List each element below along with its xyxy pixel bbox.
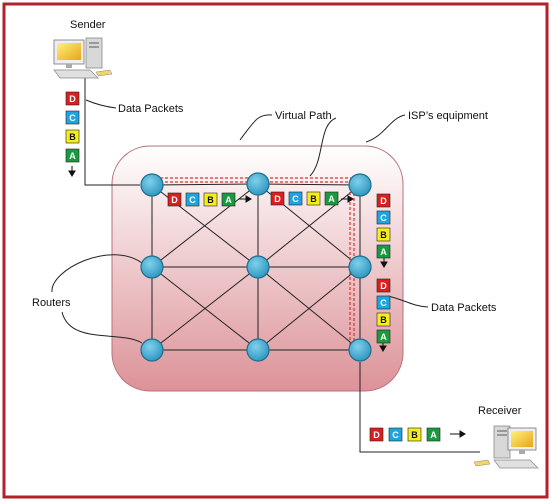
- receiver-label: Receiver: [478, 405, 522, 417]
- router-node-icon: [246, 172, 270, 196]
- packet-c-box: [388, 427, 403, 442]
- packet-c-box: [185, 192, 200, 207]
- packet-label: D: [274, 194, 281, 204]
- router-nodes: [140, 172, 372, 362]
- packet-a-box: [426, 427, 441, 442]
- router-node-icon: [140, 173, 164, 197]
- packet-label: D: [380, 196, 387, 206]
- packet-label: B: [207, 195, 214, 205]
- packet-b-box: [407, 427, 422, 442]
- packet-a-box: [65, 148, 80, 163]
- data-packets-top-label: Data Packets: [118, 103, 184, 115]
- packet-d-box: [65, 91, 80, 106]
- packet-label: C: [292, 194, 299, 204]
- packet-b-box: [65, 129, 80, 144]
- packet-label: B: [380, 315, 387, 325]
- isp-equipment-label: ISP’s equipment: [408, 110, 488, 122]
- packet-b-box: [376, 227, 391, 242]
- packet-label: C: [69, 113, 76, 123]
- router-node-icon: [140, 338, 164, 362]
- receiver-computer-icon: [473, 425, 539, 469]
- packet-c-box: [288, 191, 303, 206]
- packet-b-box: [376, 312, 391, 327]
- packet-c-box: [376, 295, 391, 310]
- packet-d-box: [270, 191, 285, 206]
- packet-label: D: [69, 94, 76, 104]
- packet-c-box: [65, 110, 80, 125]
- router-node-icon: [246, 338, 270, 362]
- virtual-path-label: Virtual Path: [275, 110, 332, 122]
- packet-arrows: [68, 166, 466, 438]
- packet-label: D: [373, 430, 380, 440]
- packet-a-box: [376, 329, 391, 344]
- packet-label: C: [392, 430, 399, 440]
- sender-label: Sender: [70, 19, 106, 31]
- packet-label: C: [380, 298, 387, 308]
- router-node-icon: [140, 255, 164, 279]
- packet-a-box: [376, 244, 391, 259]
- packet-label: B: [411, 430, 418, 440]
- routers-label: Routers: [32, 297, 71, 309]
- packet-label: A: [430, 430, 437, 440]
- packet-label: C: [189, 195, 196, 205]
- packet-label: A: [69, 151, 76, 161]
- router-node-icon: [348, 255, 372, 279]
- packet-label: A: [225, 195, 232, 205]
- packet-label: A: [328, 194, 335, 204]
- packet-label: D: [380, 281, 387, 291]
- packet-label: B: [69, 132, 76, 142]
- router-node-icon: [348, 173, 372, 197]
- access-links: [84, 78, 480, 453]
- packet-label: D: [171, 195, 178, 205]
- packet-a-box: [221, 192, 236, 207]
- packet-d-box: [376, 278, 391, 293]
- packet-label: C: [380, 213, 387, 223]
- packet-label: B: [380, 230, 387, 240]
- leader-lines: [51, 99, 429, 344]
- network-links: [151, 183, 361, 351]
- packet-d-box: [369, 427, 384, 442]
- packet-label: A: [380, 332, 387, 342]
- router-node-icon: [348, 338, 372, 362]
- router-node-icon: [246, 255, 270, 279]
- sender-computer-icon: [53, 37, 113, 79]
- packet-a-box: [324, 191, 339, 206]
- packet-c-box: [376, 210, 391, 225]
- packet-label: A: [380, 247, 387, 257]
- packet-d-box: [167, 192, 182, 207]
- data-packets-right-label: Data Packets: [431, 302, 497, 314]
- packet-b-box: [306, 191, 321, 206]
- packet-d-box: [376, 193, 391, 208]
- packet-label: B: [310, 194, 317, 204]
- packet-b-box: [203, 192, 218, 207]
